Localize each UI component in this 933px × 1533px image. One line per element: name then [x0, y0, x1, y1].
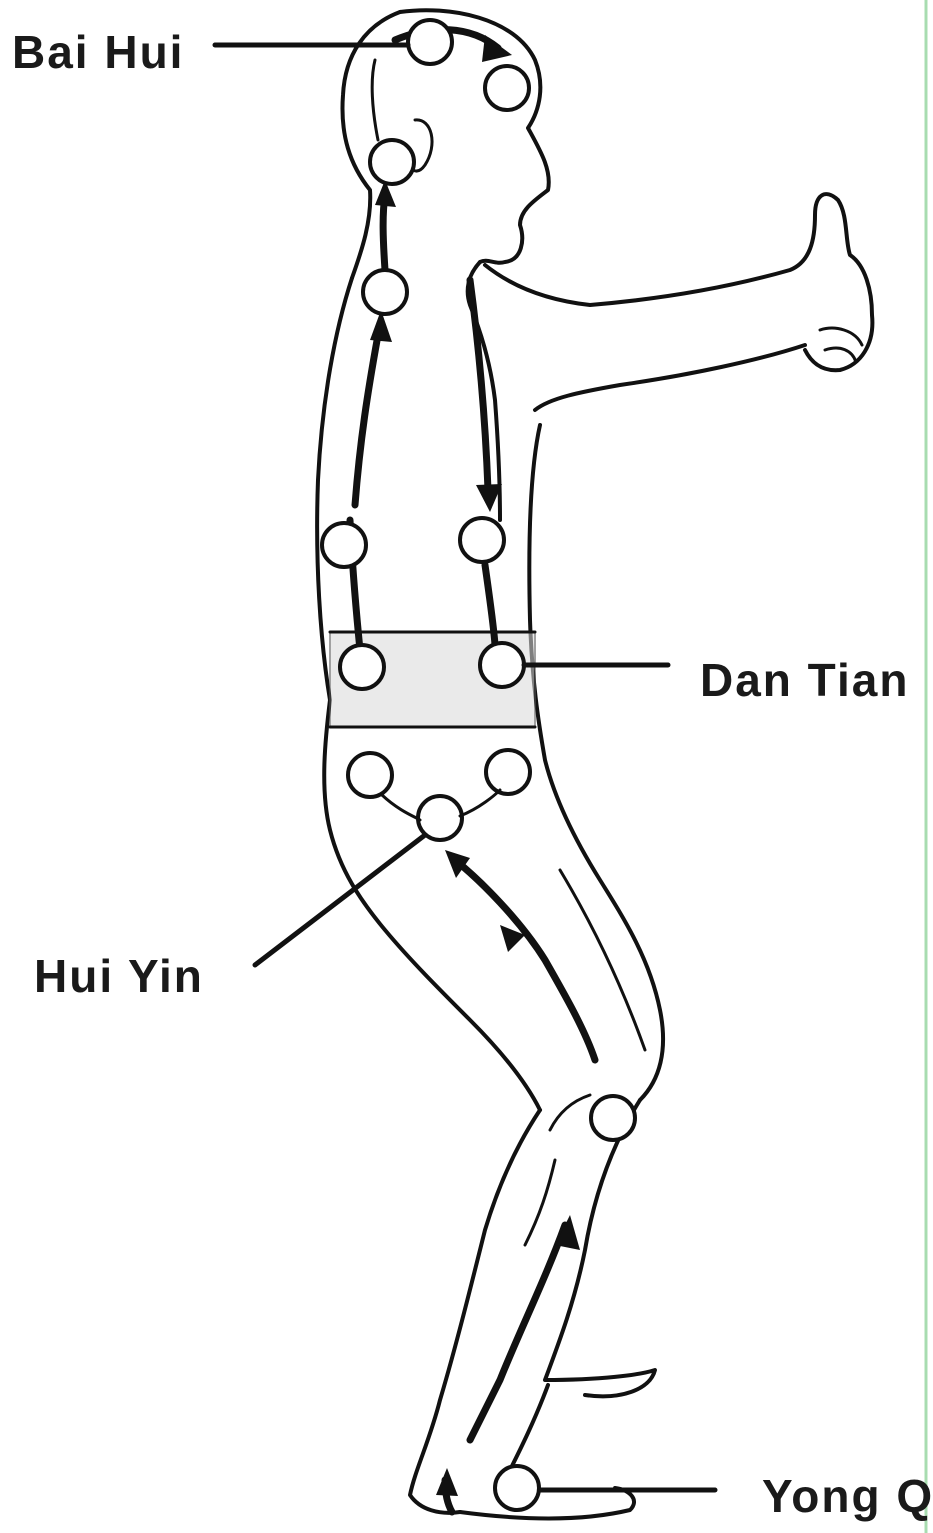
thigh-line [560, 870, 645, 1050]
arrow-foot-up [436, 1468, 458, 1496]
shin-flow [470, 1225, 565, 1440]
arrow-head-right [482, 35, 512, 62]
point-bai-hui [408, 20, 452, 64]
back-flow-upper [355, 335, 378, 505]
point-qu-gu [486, 750, 530, 794]
inner-head-line [372, 60, 378, 140]
point-yin-tang [485, 66, 529, 110]
leader-lines [215, 45, 715, 1490]
point-knee [591, 1096, 635, 1140]
point-yu-zhen [370, 140, 414, 184]
point-qi-hai [460, 518, 504, 562]
abdomen-outline [529, 425, 663, 1100]
thigh-flow [455, 860, 595, 1060]
acupoints [322, 20, 635, 1510]
point-back-dan-tian [340, 645, 384, 689]
arm-top-outline [485, 194, 872, 370]
body-outline [317, 10, 872, 1518]
front-shin-outline [510, 1100, 655, 1470]
back-flow-neck [383, 195, 385, 270]
fingers [820, 328, 862, 362]
label-hui-yin: Hui Yin [34, 950, 204, 1002]
label-bai-hui: Bai Hui [12, 26, 184, 78]
label-dan-tian: Dan Tian [700, 654, 909, 706]
point-dan-tian [480, 643, 524, 687]
point-da-zhui [363, 270, 407, 314]
label-yong-quan: Yong Q [762, 1470, 933, 1522]
conception-channel-flow [470, 280, 488, 490]
point-ming-men [322, 523, 366, 567]
foot-outline [460, 1488, 634, 1519]
point-yong-quan [495, 1466, 539, 1510]
arm-bottom-outline [535, 345, 805, 410]
point-chang-qiang [348, 753, 392, 797]
